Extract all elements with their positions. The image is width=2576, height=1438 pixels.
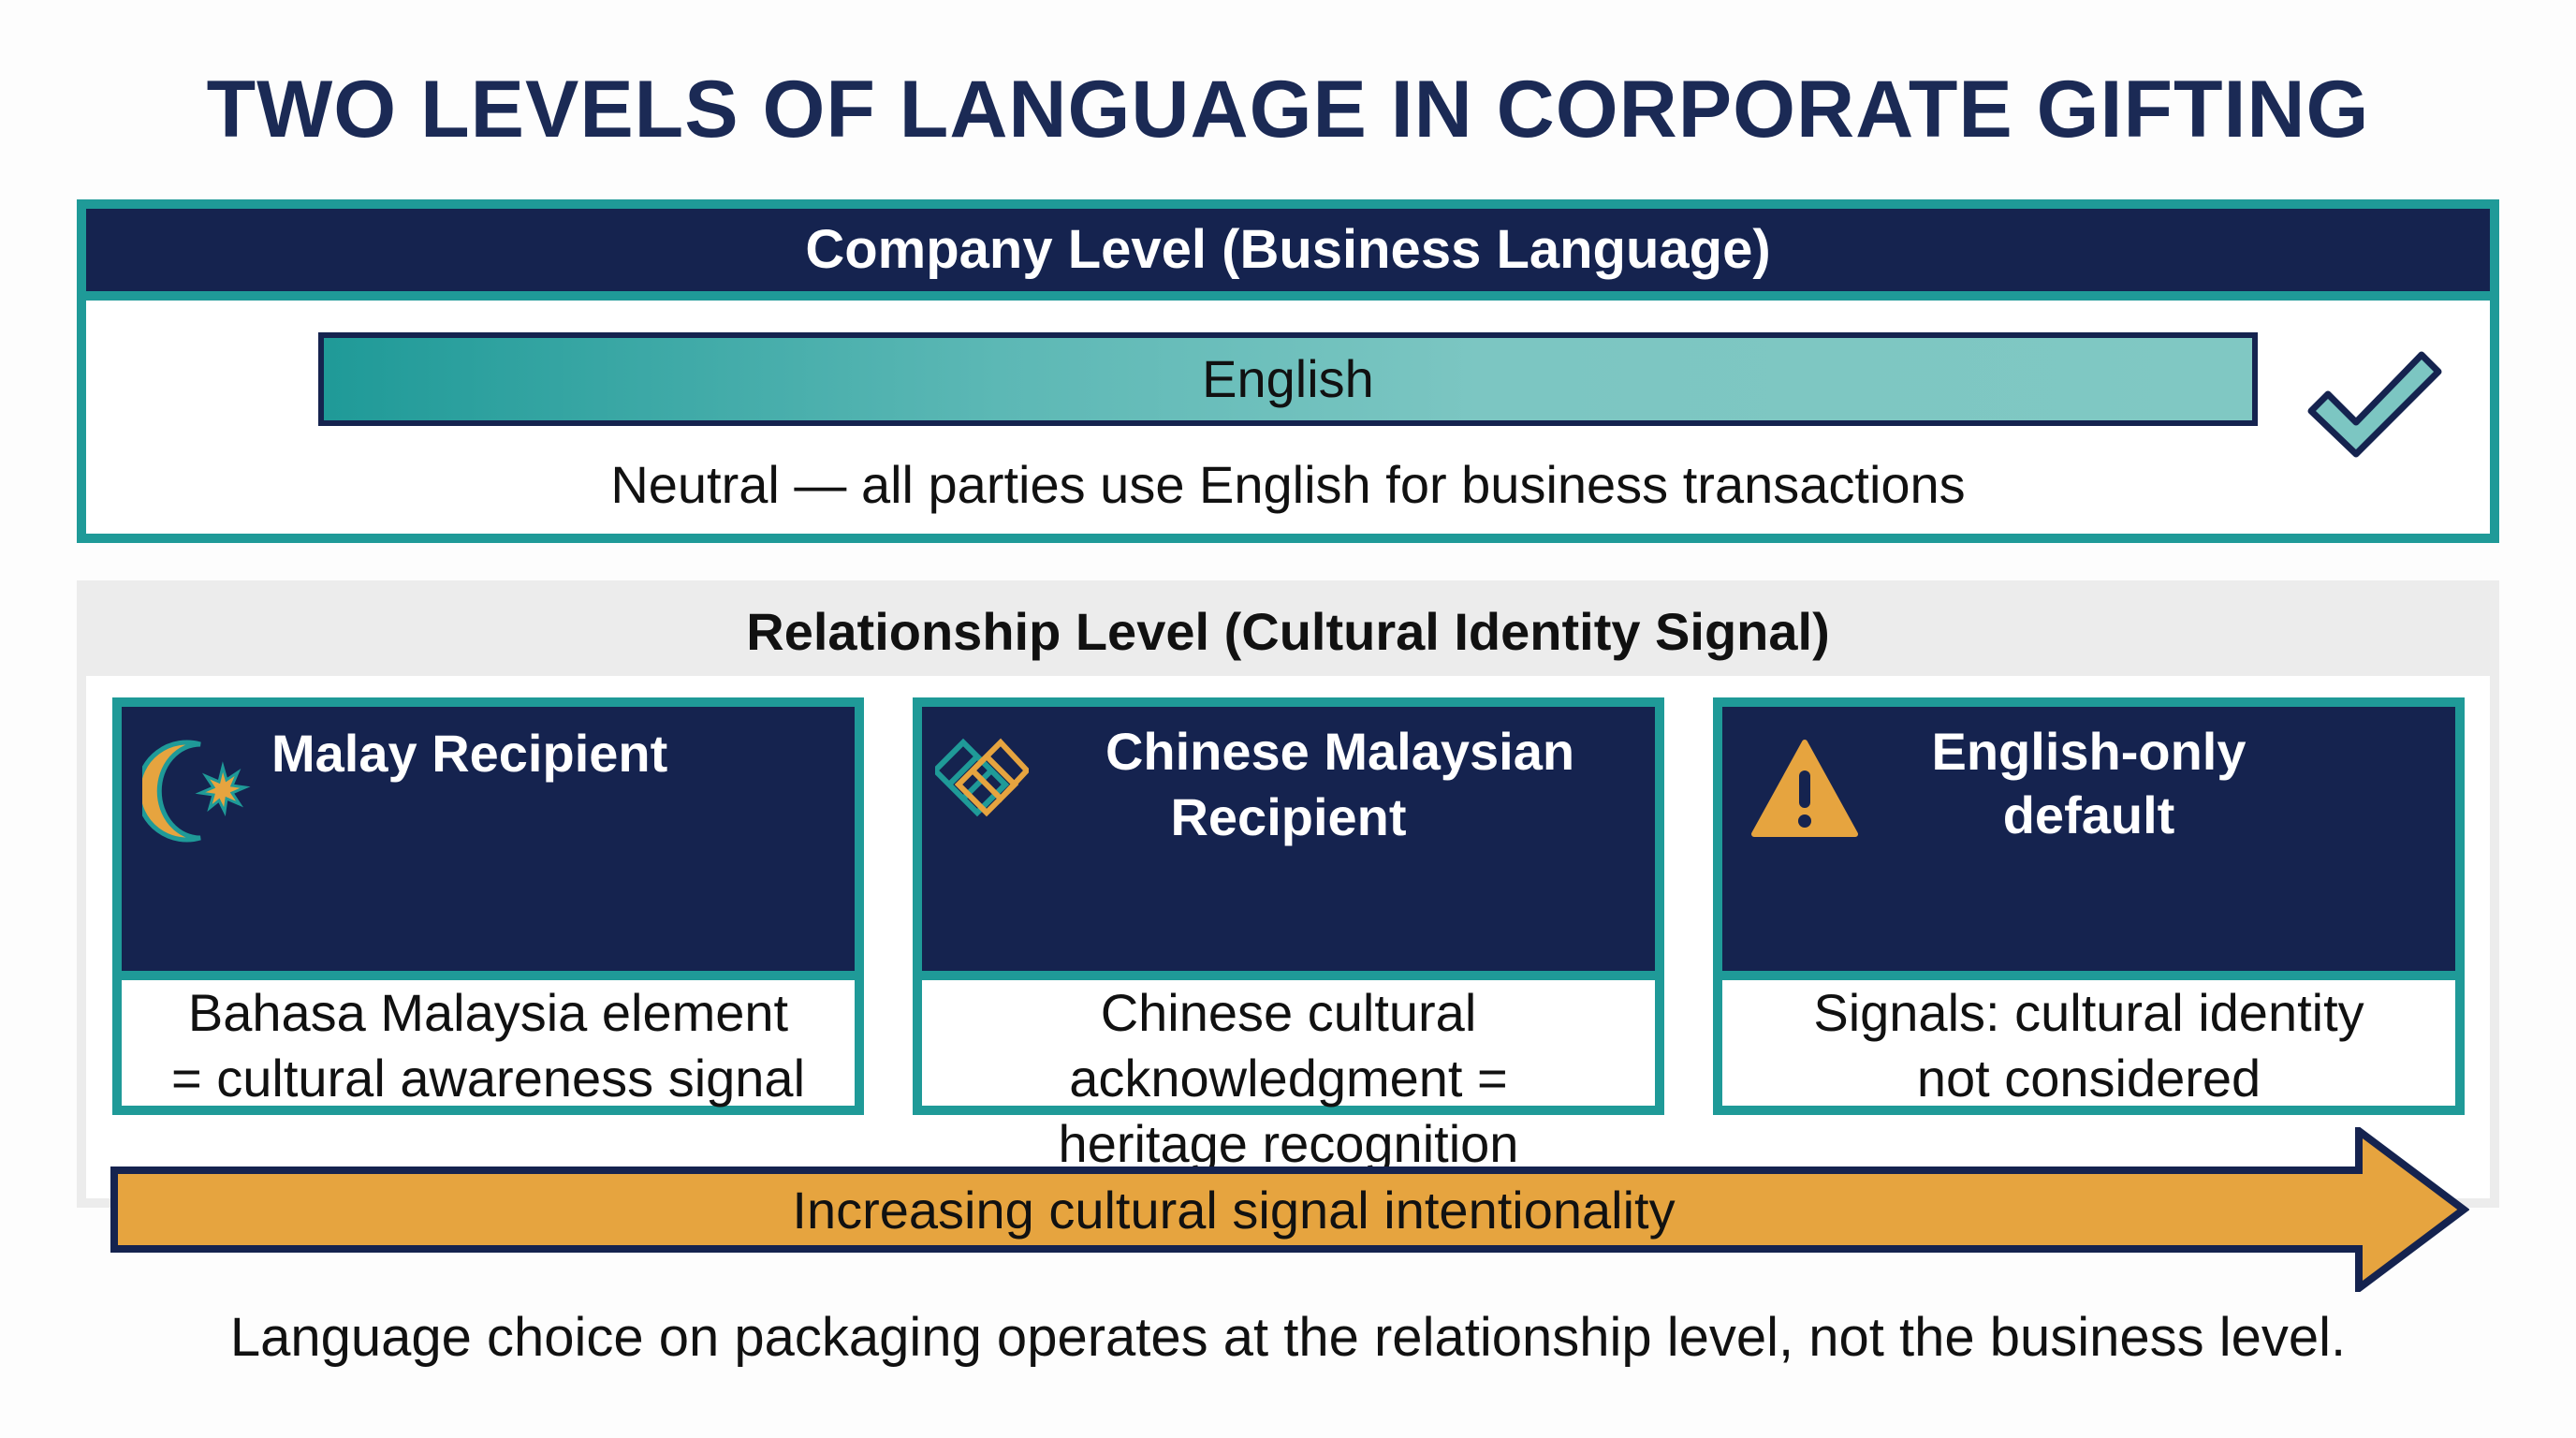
english-language-bar: English <box>318 332 2258 426</box>
card-title-line: Recipient <box>1170 787 1407 846</box>
page-title: TWO LEVELS OF LANGUAGE IN CORPORATE GIFT… <box>206 65 2370 154</box>
card-chinese-malaysian-recipient: Chinese Malaysian Recipient Chinese cult… <box>913 697 1664 1173</box>
card-malay-recipient: Malay Recipient Bahasa Malaysia element … <box>112 697 864 1115</box>
card-title: Chinese Malaysian <box>922 720 1655 784</box>
card-body-line: Signals: cultural identity <box>1813 983 2364 1042</box>
card-body: Chinese cultural acknowledgment = herita… <box>922 980 1655 1177</box>
card-header: Malay Recipient <box>122 707 855 980</box>
card-body-line: acknowledgment = <box>1069 1049 1508 1108</box>
card-header: Chinese Malaysian Recipient <box>922 707 1655 980</box>
company-level-description: Neutral — all parties use English for bu… <box>610 455 1966 514</box>
relationship-level-header: Relationship Level (Cultural Identity Si… <box>746 602 1830 661</box>
card-body-line: heritage recognition <box>1058 1114 1519 1173</box>
company-level-box: Company Level (Business Language) Englis… <box>77 199 2499 543</box>
card-body-line: not considered <box>1916 1049 2261 1108</box>
card-title: Malay Recipient <box>271 724 668 783</box>
card-body: Bahasa Malaysia element = cultural aware… <box>122 980 855 1111</box>
footer-caption: Language choice on packaging operates at… <box>229 1307 2347 1368</box>
checkmark-icon <box>2307 351 2442 458</box>
card-title-line: English-only <box>1931 722 2247 781</box>
card-title: Recipient <box>922 785 1655 849</box>
card-title: English-only default <box>1722 720 2455 847</box>
company-level-header: Company Level (Business Language) <box>86 209 2490 301</box>
arrow-label: Increasing cultural signal intentionalit… <box>792 1181 1676 1240</box>
card-title-line: Chinese Malaysian <box>1105 722 1575 781</box>
card-body: Signals: cultural identity not considere… <box>1722 980 2455 1111</box>
card-english-only-default: English-only default Signals: cultural i… <box>1713 697 2465 1115</box>
endless-knot-icon <box>935 738 1029 817</box>
card-body-line: Bahasa Malaysia element <box>187 983 789 1042</box>
card-header: English-only default <box>1722 707 2455 980</box>
card-body-line: = cultural awareness signal <box>170 1049 806 1108</box>
card-title-line: default <box>2002 785 2175 844</box>
card-body-line: Chinese cultural <box>1100 983 1477 1042</box>
crescent-star-icon <box>142 740 251 843</box>
intentionality-arrow-icon <box>110 1127 2469 1292</box>
warning-triangle-icon <box>1751 740 1858 837</box>
